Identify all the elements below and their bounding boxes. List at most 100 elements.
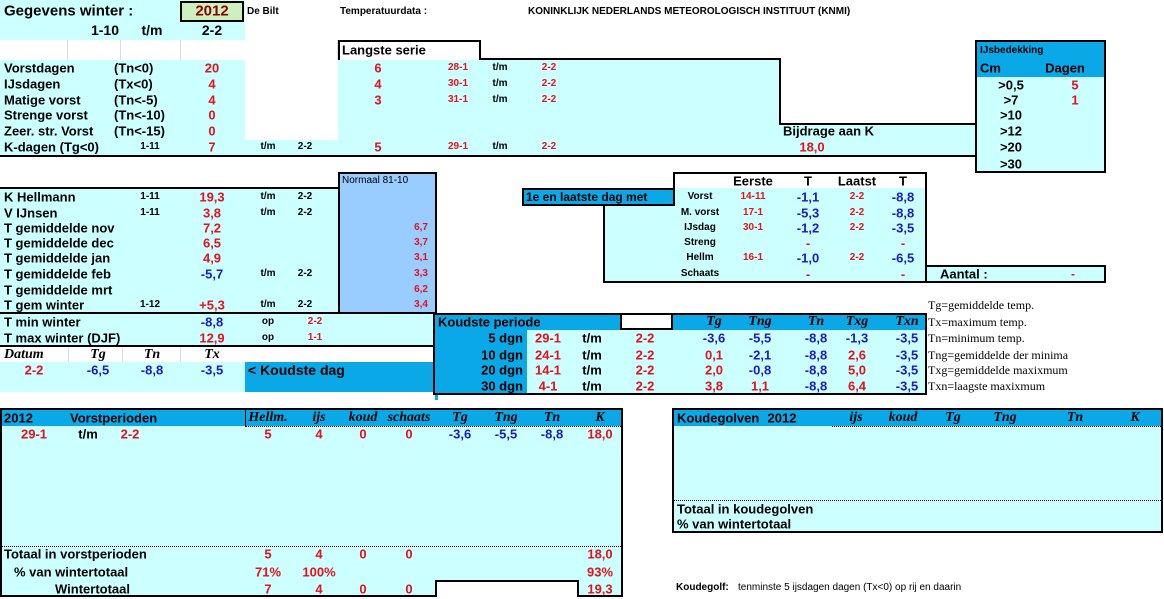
- k-days-start: 1-11: [140, 141, 160, 152]
- period-value: 2,6: [847, 347, 867, 363]
- year-cell[interactable]: [180, 1, 244, 22]
- total-value: 18,0: [587, 546, 613, 562]
- period-sep: t/m: [582, 362, 602, 378]
- cold-waves-total: Totaal in koudegolven: [677, 501, 814, 517]
- series-length: 6: [374, 60, 382, 76]
- border-line: [0, 345, 437, 347]
- coldest-day-value: -8,8: [140, 362, 164, 378]
- frost-value: 0: [359, 426, 367, 442]
- grid-line: [68, 347, 69, 362]
- year-value[interactable]: 2012: [195, 2, 229, 20]
- k-days-sep2: t/m: [492, 141, 508, 152]
- period-to: 2-2: [635, 378, 655, 394]
- count-label: Zeer. str. Vorst: [4, 123, 94, 139]
- stat-normal: 3,7: [414, 237, 428, 248]
- coldest-day-row: [0, 362, 245, 392]
- dotted-separator: [2, 546, 621, 547]
- total-label: % van wintertotaal: [14, 564, 129, 580]
- coldest-day-value: 2-2: [24, 362, 44, 378]
- coldest-period-header: Txn: [895, 314, 919, 329]
- cold-waves-header: Tg: [945, 410, 961, 425]
- first-last-label: Streng: [684, 237, 716, 248]
- first-temp: -5,3: [796, 205, 820, 221]
- extreme-label: T min winter: [4, 314, 81, 330]
- frost-header: Tg: [452, 410, 468, 425]
- last-date: 2-2: [849, 222, 865, 233]
- stat-sep: t/m: [260, 299, 276, 310]
- stat-normal: 3,1: [414, 252, 428, 263]
- cold-waves-pct: % van wintertotaal: [677, 516, 792, 532]
- normal-column: [338, 172, 437, 313]
- cold-waves-year: 2012: [767, 410, 797, 426]
- first-date: 17-1: [742, 207, 764, 218]
- first-temp: -1,1: [796, 189, 820, 205]
- legend-note: Txg=gemiddelde maxixmum: [928, 363, 1068, 377]
- grid-line: [180, 347, 181, 362]
- first-last-header: Laatst: [837, 173, 877, 189]
- first-last-header: [673, 172, 927, 189]
- stat-to: 2-2: [297, 299, 313, 310]
- period-value: -3,5: [895, 362, 919, 378]
- period-value: -5,5: [748, 330, 772, 346]
- k-days-from: 29-1: [447, 141, 469, 152]
- counts-panel: [0, 60, 245, 142]
- ice-days: 5: [1071, 77, 1079, 93]
- grid-line: [120, 40, 121, 60]
- ice-cm: >0,5: [998, 77, 1024, 93]
- source-label: Temperatuurdata :: [340, 6, 428, 17]
- frost-header: ijs: [312, 410, 326, 425]
- count-value: 4: [208, 92, 216, 108]
- frost-from: 29-1: [20, 426, 48, 442]
- total-value: 4: [315, 546, 323, 562]
- period-label: 20 dgn: [481, 362, 523, 378]
- border-line: [0, 155, 1005, 157]
- period-sep: t/m: [582, 378, 602, 394]
- k-days-series: 5: [374, 139, 382, 155]
- k-days-to: 2-2: [297, 141, 313, 152]
- frost-periods-header: [2, 410, 621, 426]
- cold-waves-header: K: [1130, 410, 1140, 425]
- frost-value: 0: [405, 426, 413, 442]
- extremes-panel: [0, 313, 435, 346]
- coldest-day-value: -3,5: [200, 362, 224, 378]
- stat-to: 2-2: [297, 268, 313, 279]
- total-value: 0: [405, 546, 413, 562]
- frost-header: schaats: [387, 410, 431, 425]
- cold-waves-header: Tng: [993, 410, 1017, 425]
- period-value: -0,8: [748, 362, 772, 378]
- extreme-label: T max winter (DJF): [4, 330, 121, 346]
- total-value: 5: [264, 546, 272, 562]
- longest-series-title: Langste serie: [342, 42, 426, 58]
- ice-days-label: Dagen: [1045, 60, 1085, 76]
- total-label: Totaal in vorstperioden: [4, 546, 147, 562]
- stat-start: 1-11: [140, 191, 160, 202]
- last-temp: -: [900, 266, 906, 282]
- extreme-op: op: [261, 316, 275, 327]
- total-label: Wintertotaal: [55, 581, 130, 597]
- frost-header: K: [595, 410, 605, 425]
- border-line: [779, 123, 1005, 125]
- border-line: [245, 410, 246, 426]
- contribution-panel: [780, 124, 1003, 155]
- count-value: 0: [208, 123, 216, 139]
- count-label: IJsdagen: [4, 76, 61, 92]
- stat-sep: t/m: [260, 207, 276, 218]
- period-value: -8,8: [804, 330, 828, 346]
- stat-value: 7,2: [202, 220, 222, 236]
- stat-label: T gemiddelde feb: [4, 266, 111, 282]
- series-from: 31-1: [447, 94, 469, 105]
- stat-label: V IJnsen: [4, 205, 58, 221]
- frost-header: Tn: [543, 410, 561, 425]
- period-to: 2-2: [635, 362, 655, 378]
- extreme-date: 2-2: [307, 316, 323, 327]
- ice-cm: >10: [999, 107, 1023, 123]
- total-value: 7: [264, 581, 272, 597]
- coldest-day-header: Tn: [143, 347, 161, 362]
- legend-note: Tx=maximum temp.: [928, 315, 1027, 329]
- legend-note: Tng=gemiddelde der minima: [928, 348, 1069, 362]
- ice-days: 1: [1071, 92, 1079, 108]
- series-to: 2-2: [541, 62, 557, 73]
- stat-value: -5,7: [200, 266, 224, 282]
- period-label: 10 dgn: [481, 347, 523, 363]
- border-line: [0, 312, 437, 314]
